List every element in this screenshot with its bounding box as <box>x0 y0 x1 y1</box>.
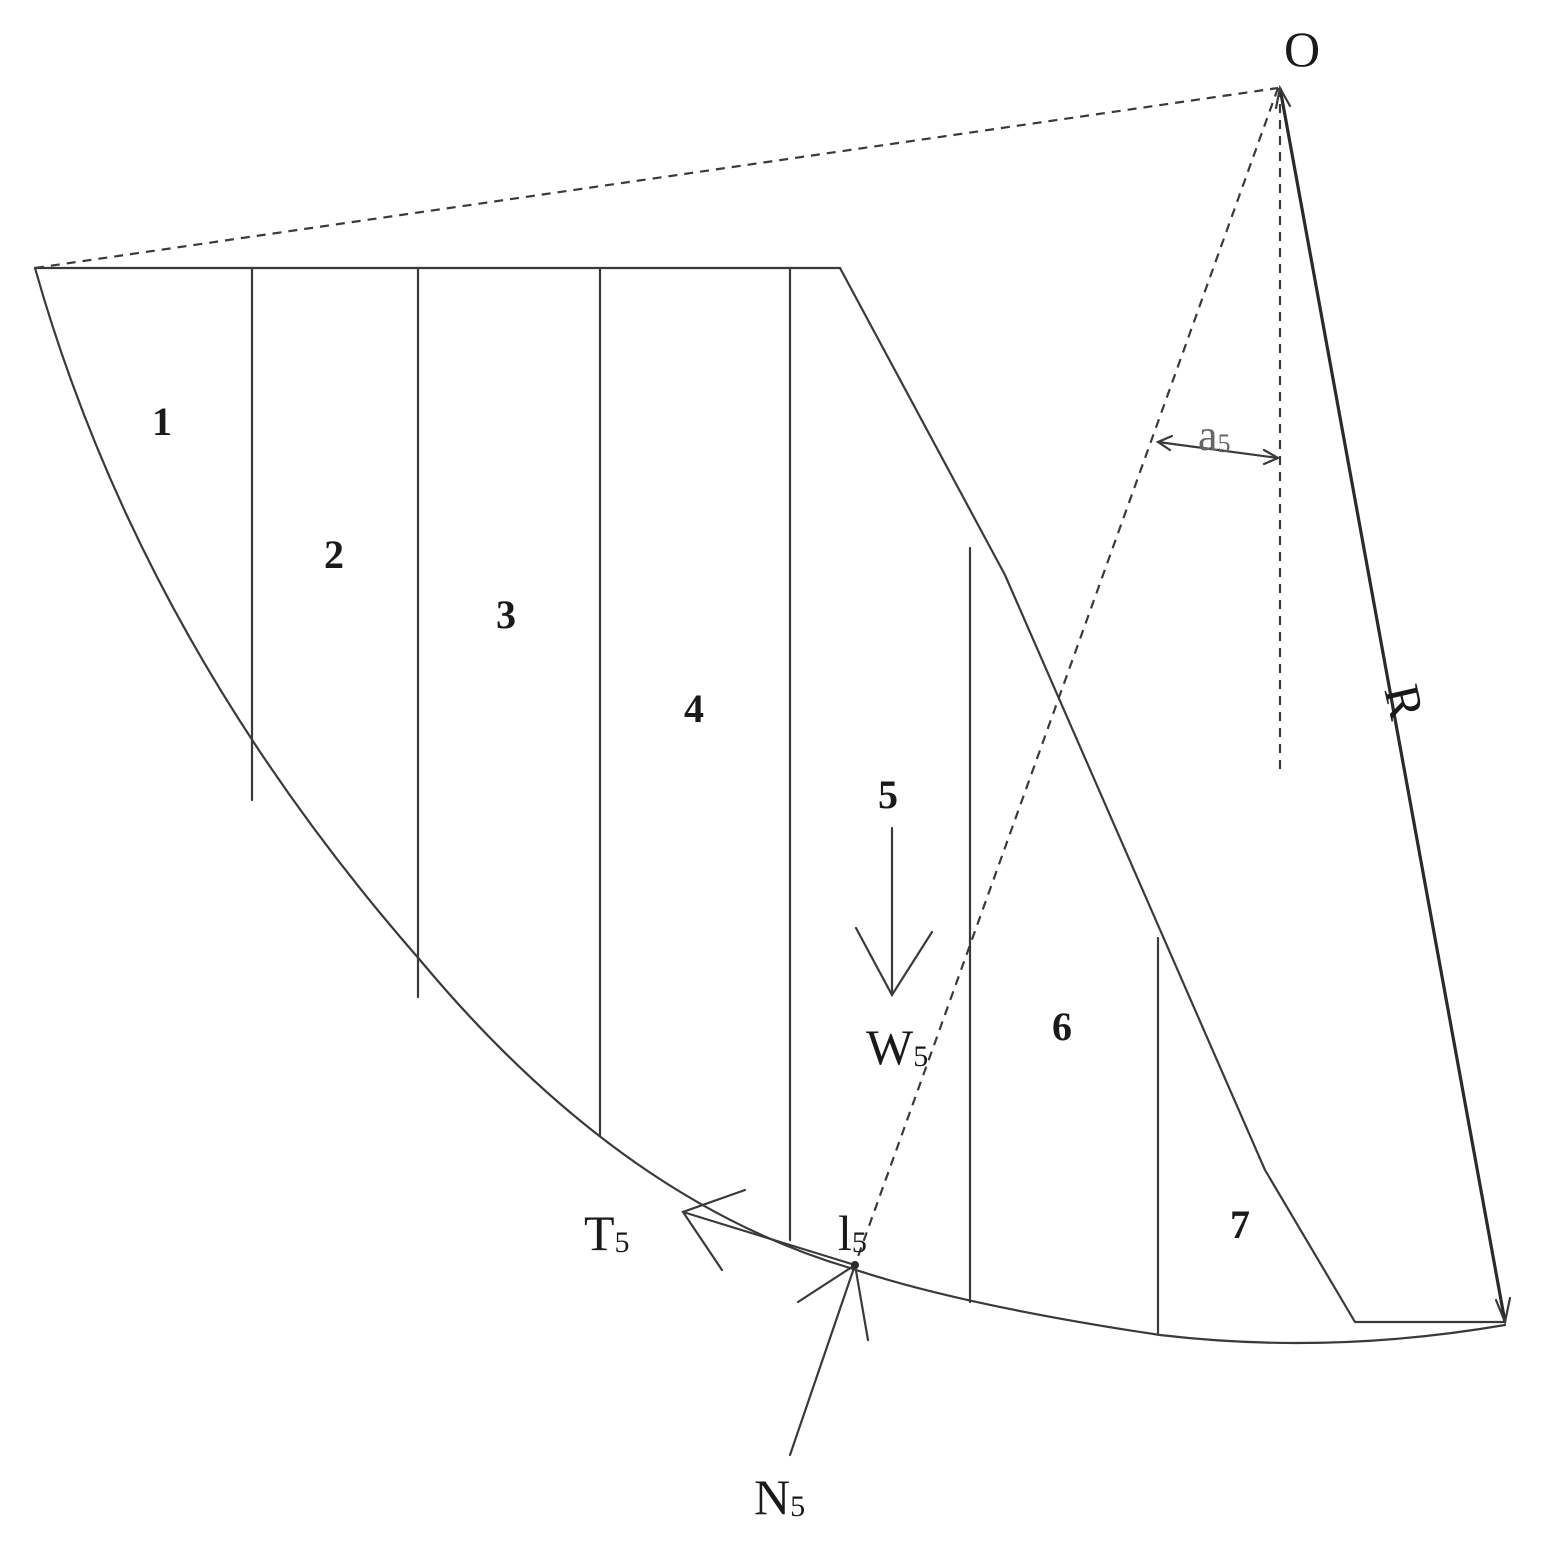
shear-arrow-shaft <box>681 1210 857 1267</box>
normal-arrow-shaft <box>788 1263 857 1457</box>
slice5-base-point <box>851 1261 859 1269</box>
shear-label: T5 <box>584 1205 630 1261</box>
slice-label-2: 2 <box>324 532 344 577</box>
normal-label: N5 <box>754 1469 805 1525</box>
weight-arrow-head <box>854 926 934 998</box>
angle-arrow <box>1156 440 1280 460</box>
angle-label: a5 <box>1198 411 1231 460</box>
dashed-radius-slice5 <box>853 87 1280 1266</box>
length-label: l5 <box>838 1205 867 1261</box>
shear-arrow-head <box>681 1188 747 1272</box>
angle-arrow-head-left <box>1155 434 1174 452</box>
slip-surface-arc <box>33 266 1507 1345</box>
slope-face <box>838 266 1507 1324</box>
angle-arrow-head-right <box>1262 448 1281 466</box>
slice-label-5: 5 <box>878 772 898 817</box>
slice-label-4: 4 <box>684 686 704 731</box>
dashed-line-top <box>34 86 1279 270</box>
slice-label-3: 3 <box>496 592 516 637</box>
slice-label-1: 1 <box>152 399 172 444</box>
slice-label-6: 6 <box>1052 1004 1072 1049</box>
radius-line <box>1278 87 1507 1323</box>
weight-label: W5 <box>866 1019 928 1075</box>
radius-arrow-head-bottom <box>1494 1296 1512 1326</box>
radius-label: R <box>1373 679 1435 725</box>
slice-label-7: 7 <box>1230 1202 1250 1247</box>
radius-arrow-head-top <box>1274 84 1292 110</box>
center-label: O <box>1284 21 1320 77</box>
